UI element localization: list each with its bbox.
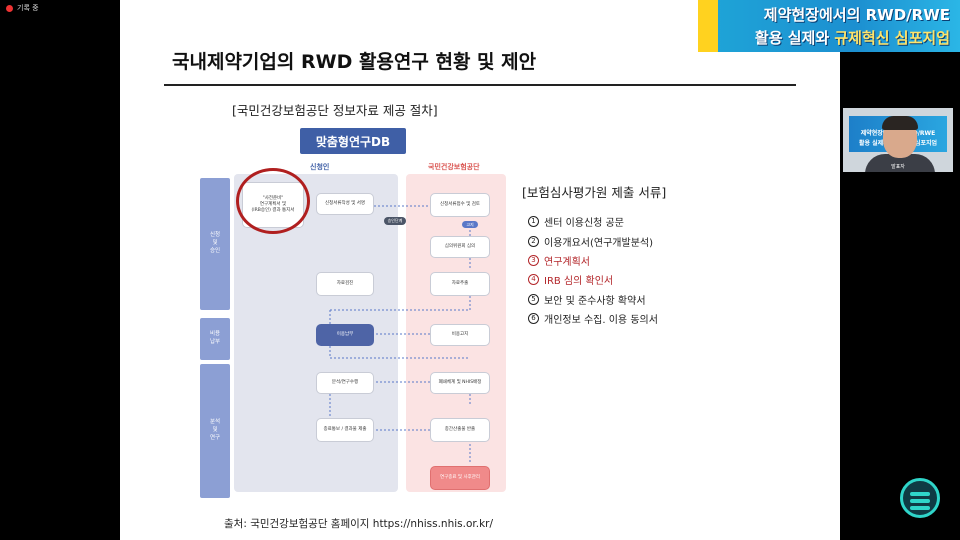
brand-logo-icon: [900, 478, 940, 518]
flowchart: 신청인 국민건강보험공단 신청 및 승인 비용 납부 분석 및 연구: [200, 160, 510, 500]
logo-bar: [910, 506, 930, 510]
flow-box-analysis-env: 폐쇄체계 및 NHIS배정: [430, 372, 490, 394]
title-divider: [164, 84, 796, 86]
highlight-circle: [236, 168, 310, 234]
record-dot-icon: [6, 4, 13, 12]
speaker-name-tag: 발표자: [891, 164, 905, 170]
speaker-body: [865, 154, 935, 172]
docs-list-item: 6 개인정보 수집. 이용 동의서: [528, 309, 658, 328]
circled-number: 5: [528, 293, 539, 305]
banner-line2: 활용 실제와 규제혁신 심포지엄: [755, 27, 950, 48]
notice-pill: 고지: [462, 221, 478, 228]
docs-list-item: 1 센터 이용신청 공문: [528, 212, 658, 231]
flow-box-final: 연구종료 및 사후관리: [430, 466, 490, 490]
banner-line2-a: 활용 실제와: [754, 29, 835, 47]
docs-list-item: 3 연구계획서: [528, 251, 658, 270]
banner-stripe: [698, 0, 718, 52]
column-header-applicant: 신청인: [310, 163, 330, 171]
doc-text: 이용개요서(연구개발분석): [544, 237, 654, 249]
flow-box-result-check: 종간산출물 반출: [430, 418, 490, 442]
flow-box-cost-notice: 비용고지: [430, 324, 490, 346]
circled-number: 6: [528, 313, 539, 325]
event-banner: 제약현장에서의 RWD/RWE 활용 실제와 규제혁신 심포지엄: [698, 0, 960, 52]
flow-box-apply: 신청서류작성 및 서명: [316, 193, 374, 215]
banner-line2-b: 규제혁신 심포지엄: [834, 29, 950, 47]
db-badge: 맞춤형연구DB: [300, 128, 406, 154]
banner-line1: 제약현장에서의 RWD/RWE: [763, 6, 950, 24]
docs-list: 1 센터 이용신청 공문 2 이용개요서(연구개발분석) 3 연구계획서 4 IRB 심…: [528, 212, 658, 328]
source-citation: 출처: 국민건강보험공단 홈페이지 https://nhiss.nhis.or.…: [224, 518, 494, 530]
logo-bar: [910, 499, 930, 503]
flow-box-review-committee: 심의위원회 심의: [430, 236, 490, 258]
speaker-webcam: 제약현장에서의 RWD/RWE 활용 실제와 규제혁신 심포지엄 발표자: [843, 108, 953, 172]
speaker-hair: [882, 116, 918, 130]
docs-list-item: 2 이용개요서(연구개발분석): [528, 231, 658, 250]
process-title: [국민건강보험공단 정보자료 제공 절차]: [232, 103, 438, 118]
lane-analysis: 분석 및 연구: [200, 364, 230, 498]
flow-box-data-confirm: 자료검진: [316, 272, 374, 296]
circled-number: 3: [528, 254, 539, 266]
recording-label: 기록 중: [17, 4, 39, 12]
circled-number: 1: [528, 216, 539, 228]
circled-number: 2: [528, 235, 539, 247]
docs-title: [보험심사평가원 제출 서류]: [522, 185, 667, 200]
doc-text: 센터 이용신청 공문: [544, 218, 624, 230]
recording-indicator: 기록 중: [6, 3, 39, 13]
doc-text: 연구계획서: [544, 256, 590, 268]
approval-pill: 승인단계: [384, 217, 406, 225]
column-header-nhis: 국민건강보험공단: [428, 163, 480, 171]
flow-box-result-submit: 종료통보 / 결과물 제출: [316, 418, 374, 442]
lane-approval: 신청 및 승인: [200, 178, 230, 310]
doc-text: 보안 및 준수사항 확약서: [544, 295, 646, 307]
doc-text: 개인정보 수집. 이용 동의서: [544, 315, 658, 327]
slide-title: 국내제약기업의 RWD 활용연구 현황 및 제안: [172, 51, 537, 73]
flow-box-analysis: 분석/연구수행: [316, 372, 374, 394]
circled-number: 4: [528, 274, 539, 286]
docs-list-item: 5 보안 및 준수사항 확약서: [528, 290, 658, 309]
flow-box-data-extract: 자료추출: [430, 272, 490, 296]
logo-bar: [910, 492, 930, 496]
flow-box-review-receive: 신청서류접수 및 검토: [430, 193, 490, 217]
lane-payment: 비용 납부: [200, 318, 230, 360]
docs-list-item: 4 IRB 심의 확인서: [528, 270, 658, 289]
doc-text: IRB 심의 확인서: [544, 276, 614, 288]
presentation-slide: 국내제약기업의 RWD 활용연구 현황 및 제안 [국민건강보험공단 정보자료 …: [120, 0, 840, 540]
flow-box-pay: 이용납부: [316, 324, 374, 346]
